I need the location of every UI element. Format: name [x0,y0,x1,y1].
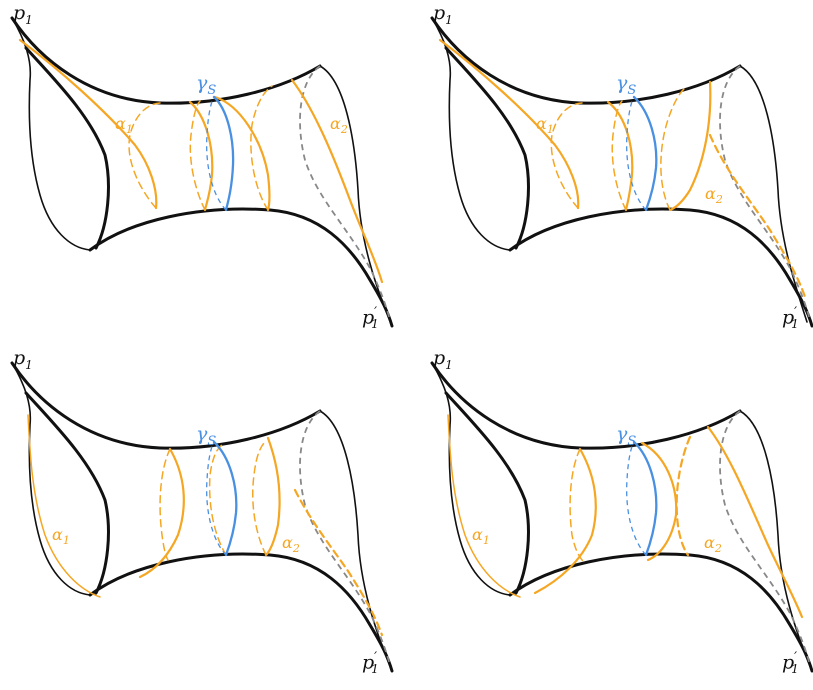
alpha-left-back-dashed [569,448,586,564]
label-alpha1: α1 [115,114,133,137]
surface-bottom-edge [88,207,394,328]
label-gamma-s: γS [616,72,637,98]
label-alpha2: α2 [705,184,723,207]
surface-left-boundary-inner [444,46,530,250]
surface-left-boundary-outer [11,362,91,596]
panel-bottom-right: p1 p′1 γS α1 α2 [420,345,813,690]
hidden-back-edge [719,65,811,321]
label-p1-prime: p′1 [362,305,379,332]
label-gamma-s: γS [616,423,637,449]
alpha1-back-dashed [550,102,583,209]
label-p1-prime: p′1 [362,650,379,677]
label-p1: p1 [433,2,453,27]
gamma-s-curve [212,95,235,212]
label-alpha1: α1 [472,525,490,548]
alpha-left-front [533,447,597,595]
panel-top-left: p1 p′1 γS α1 α2 [0,0,406,345]
label-gamma-s: γS [196,423,217,449]
label-p1-prime: p′1 [782,650,799,677]
surface-top-edge [10,16,322,105]
surface-drawing [430,361,813,673]
surface-left-boundary-outer [11,17,91,251]
label-p1: p1 [13,347,33,372]
hidden-back-edge [719,410,811,666]
alpha1-back-dashed [128,102,161,209]
alpha-right-front [213,95,271,212]
surface-left-boundary-inner [24,46,110,250]
alpha1-curve [438,38,580,210]
label-alpha2: α2 [330,114,348,137]
surface-right-edge [319,410,393,672]
surface-drawing [430,16,813,328]
surface-bottom-edge [508,552,813,673]
surface-left-boundary-inner [444,391,530,595]
gamma-s-back-dashed [206,96,227,211]
alpha1-curve [447,414,521,598]
label-alpha2: α2 [282,533,300,556]
gamma-s-back-dashed [626,441,647,556]
alpha1-curve [18,38,158,210]
surface-right-edge [739,65,808,323]
surface-drawing [10,16,394,328]
alpha-right-dashed-back [660,87,686,211]
alpha-mid-front [188,100,214,212]
label-alpha1: α1 [536,114,554,137]
alpha-mid-front [606,100,634,212]
gamma-s-curve [632,95,658,212]
label-p1-prime: p′1 [782,305,799,332]
alpha-mid-back-dashed [611,100,627,211]
alpha-left-back-dashed [159,448,171,561]
alpha-right-front [264,436,281,557]
surface-top-edge [10,361,322,450]
label-alpha2: α2 [704,533,722,556]
surface-left-boundary-outer [431,362,511,596]
label-p1: p1 [13,2,33,27]
hidden-back-edge [299,65,391,321]
surface-top-edge [430,361,742,450]
alpha-right-front [668,80,712,212]
alpha2-dashed [293,488,384,637]
gamma-s-curve [632,440,658,557]
alpha2-curve [290,78,384,284]
alpha2-dashed [708,133,808,302]
alpha-right-back-dashed [250,85,273,211]
alpha2-curve [706,425,804,619]
gamma-s-back-dashed [206,441,227,556]
surface-bottom-edge [88,552,394,673]
alpha-mid-back-dashed [189,100,206,211]
label-gamma-s: γS [196,72,217,98]
surface-left-boundary-outer [431,17,511,251]
gamma-s-curve [212,440,238,557]
surface-right-edge [739,410,813,672]
alpha-left-front [138,447,185,579]
panel-top-right: p1 p′1 γS α1 α2 [420,0,813,345]
label-p1: p1 [433,347,453,372]
surface-right-edge [319,65,393,327]
surface-top-edge [430,16,742,105]
alpha-mid-back-dashed [208,444,227,556]
surface-drawing [10,361,394,673]
alpha1-curve [27,414,101,598]
panel-bottom-left: p1 p′1 γS α1 α2 [0,345,406,690]
surface-left-boundary-inner [24,391,110,595]
label-alpha1: α1 [52,525,70,548]
gamma-s-back-dashed [626,96,647,211]
hidden-back-edge [299,410,391,666]
alpha-right-back-dashed [675,435,692,557]
alpha-mid-front [640,441,678,562]
alpha-right-back-dashed [252,441,267,556]
